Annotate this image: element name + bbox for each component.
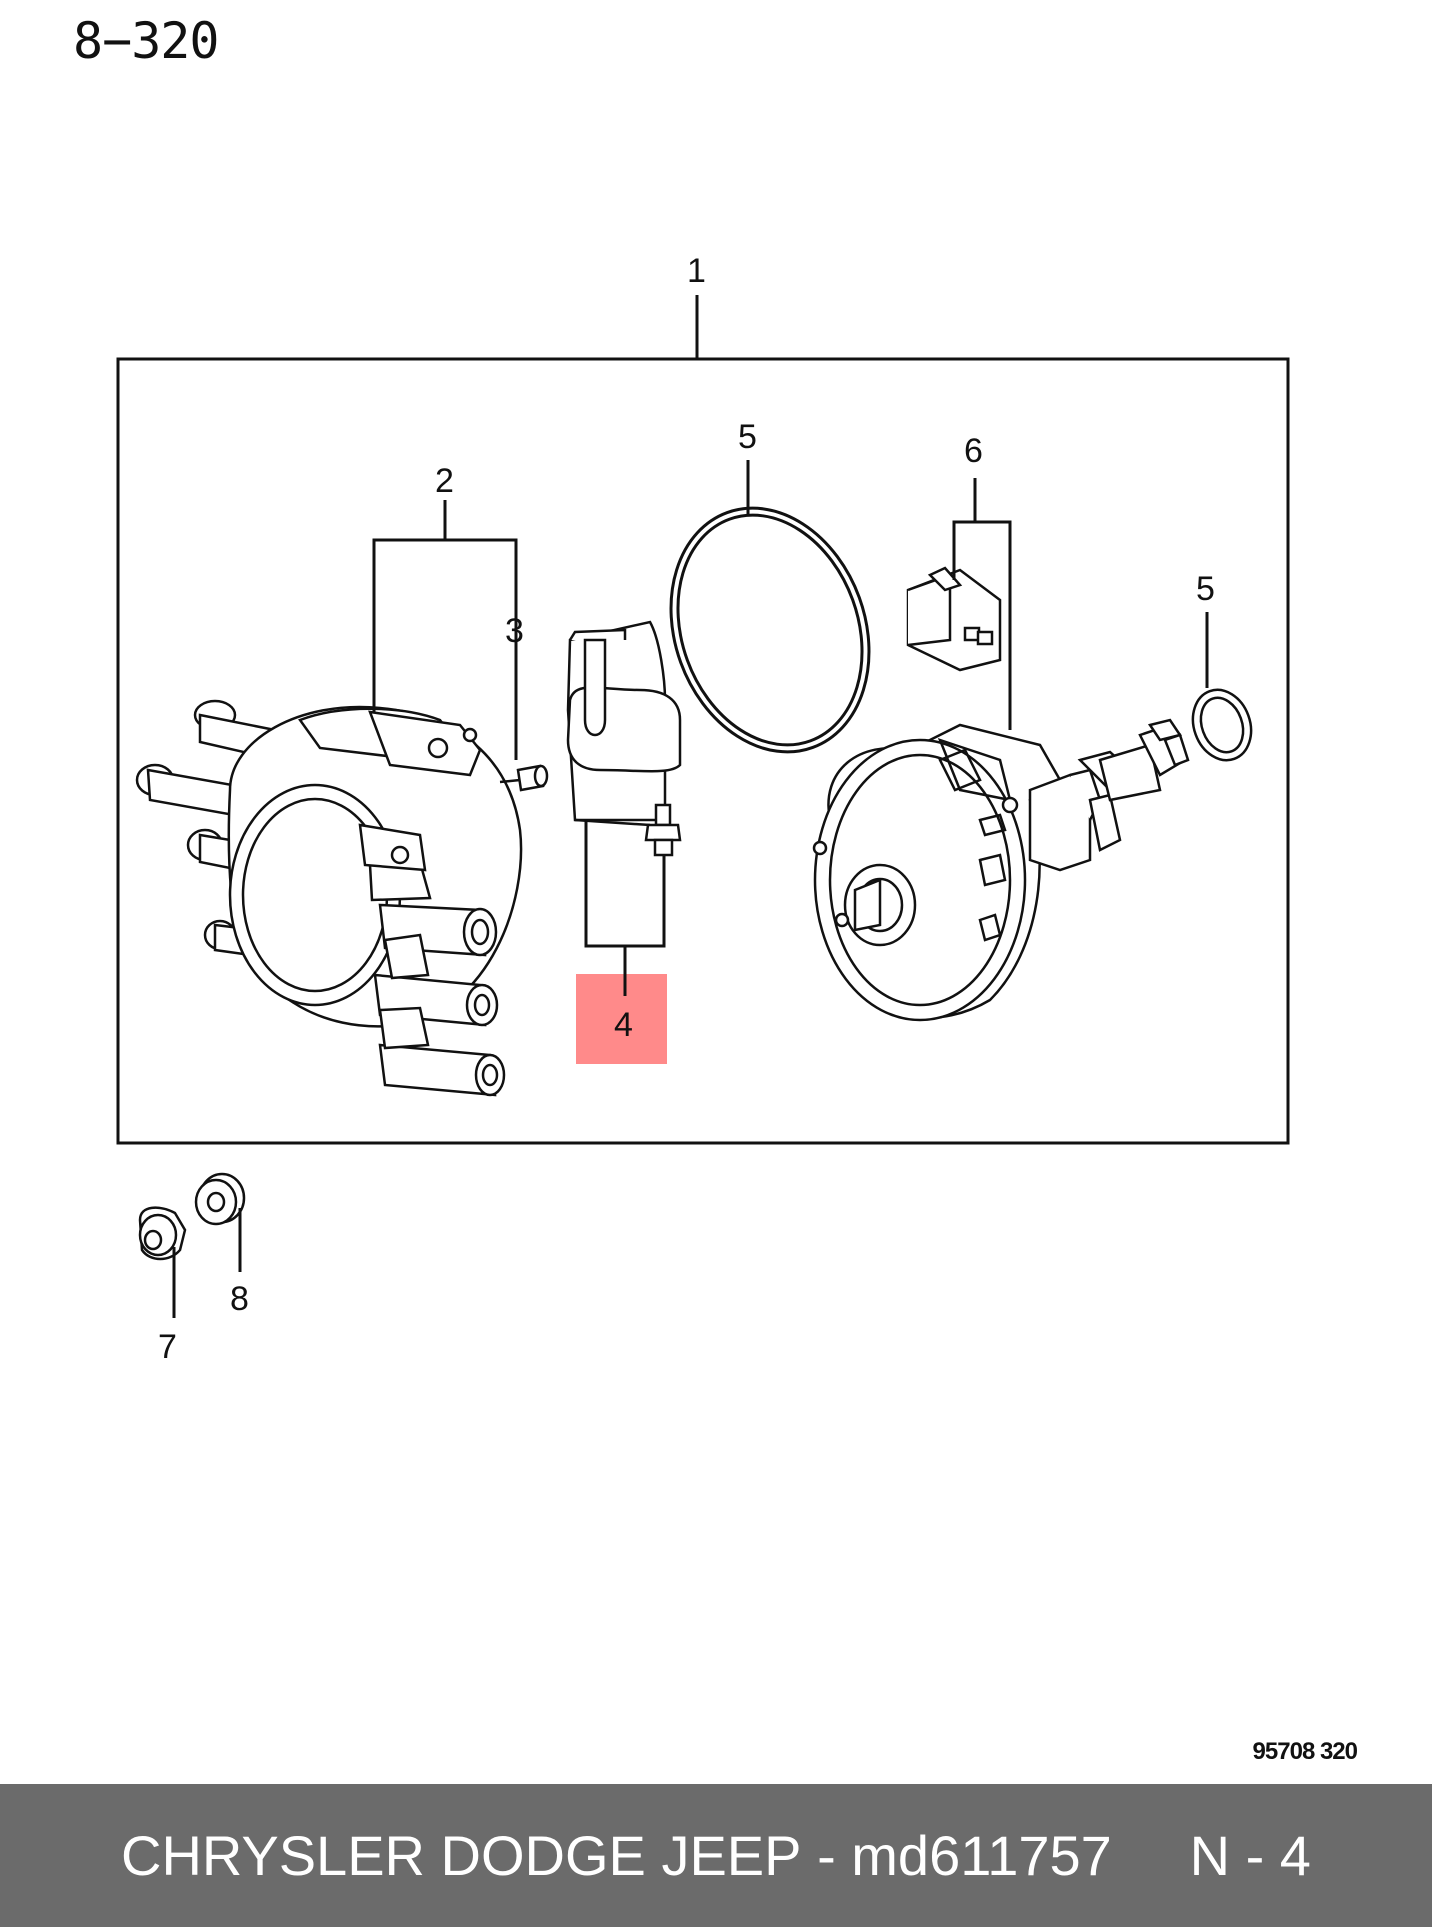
rotor[interactable]	[566, 620, 682, 827]
callout-4[interactable]: 4	[614, 1006, 633, 1044]
footer-bar: CHRYSLER DODGE JEEP - md611757 N - 4	[0, 1784, 1432, 1927]
page-code: 8−320	[73, 12, 220, 70]
distributor-cap[interactable]	[135, 699, 523, 1097]
footer-gap	[1112, 1823, 1190, 1888]
highlight-box-4	[576, 974, 667, 1064]
assembly-frame	[116, 357, 1290, 1145]
callout-7: 7	[158, 1328, 177, 1366]
footer-separator: -	[801, 1824, 852, 1887]
footer-part-number[interactable]: md611757	[851, 1824, 1112, 1887]
distributor-housing[interactable]	[812, 718, 1190, 1022]
callout-3: 3	[505, 612, 524, 650]
callout-1: 1	[687, 252, 706, 290]
cap-screw[interactable]	[499, 764, 549, 792]
washer[interactable]	[194, 1172, 246, 1226]
callout-5-upper: 5	[738, 418, 757, 456]
footer-ref: N - 4	[1189, 1824, 1311, 1887]
o-ring-small[interactable]	[1183, 682, 1260, 769]
o-ring-large[interactable]	[638, 480, 902, 780]
callout-6: 6	[964, 432, 983, 470]
callout-8: 8	[230, 1280, 249, 1318]
callout-5-right: 5	[1196, 570, 1215, 608]
callout-2: 2	[435, 462, 454, 500]
reference-code: 95708 320	[1252, 1738, 1358, 1765]
igniter-module[interactable]	[906, 566, 1002, 672]
nut[interactable]	[138, 1206, 187, 1261]
rotor-screw[interactable]	[644, 803, 682, 857]
footer-brand: CHRYSLER DODGE JEEP	[121, 1824, 802, 1887]
leader-bracket-6	[952, 520, 1012, 730]
